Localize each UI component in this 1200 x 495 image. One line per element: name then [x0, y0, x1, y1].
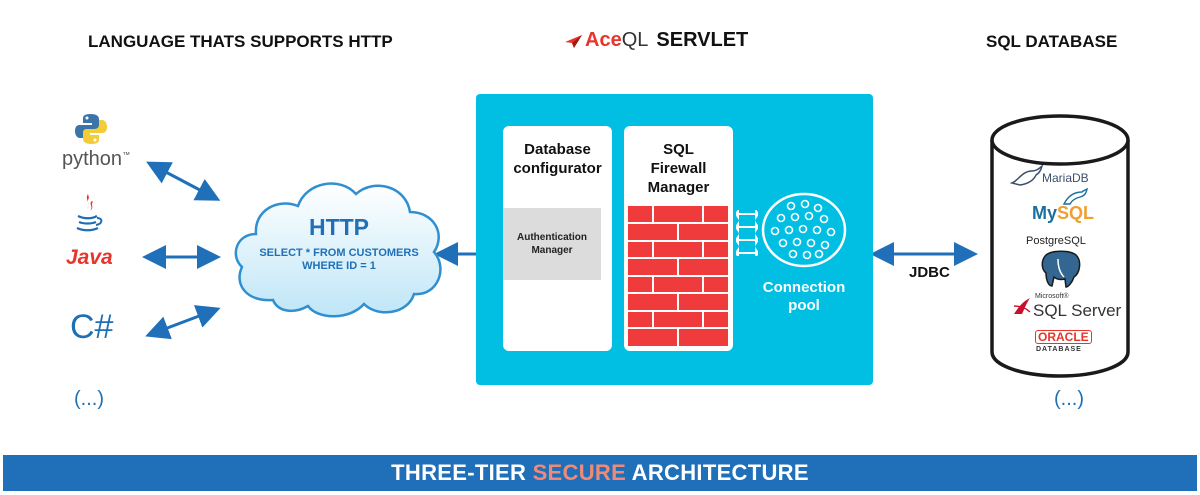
- pool-line2: pool: [788, 297, 820, 314]
- mysql-my: My: [1032, 203, 1058, 223]
- database-header: SQL DATABASE: [986, 32, 1118, 51]
- python-text: python: [62, 148, 123, 170]
- footer-part3: ARCHITECTURE: [626, 460, 809, 485]
- postgresql-label: PostgreSQL: [1026, 235, 1086, 247]
- servlet-title: SERVLET: [656, 29, 749, 51]
- mariadb-label: MariaDB: [1042, 171, 1089, 185]
- footer-part1: THREE-TIER: [391, 460, 533, 485]
- aceql-logo-icon: [565, 34, 582, 48]
- databases-more: (...): [1054, 388, 1084, 410]
- oracle-database-label: DATABASE: [1036, 346, 1082, 353]
- auth-line2: Manager: [531, 245, 573, 256]
- python-label: python™: [62, 148, 130, 171]
- sqlserver-microsoft-label: Microsoft®: [1035, 293, 1069, 300]
- firewall-brick-icon: [628, 206, 728, 346]
- postgresql-elephant-icon: [1041, 250, 1081, 288]
- http-cloud-icon: [234, 182, 442, 318]
- connection-pool-label: Connection pool: [748, 279, 860, 315]
- pool-line1: Connection: [762, 279, 846, 296]
- python-logo-icon: [75, 114, 107, 144]
- python-tm: ™: [122, 150, 131, 160]
- firewall-line1: SQL: [663, 141, 694, 158]
- mariadb-seal-icon: [1010, 165, 1043, 186]
- firewall-line2: Firewall: [650, 160, 707, 177]
- oracle-label: ORACLE: [1035, 330, 1092, 344]
- aceql-brand-ql: QL: [621, 29, 649, 51]
- sql-firewall-panel: SQL Firewall Manager: [624, 126, 733, 351]
- database-configurator-panel: Database configurator Authentication Man…: [503, 126, 612, 351]
- jdbc-label: JDBC: [909, 264, 950, 281]
- mysql-label: MySQL: [1032, 203, 1094, 224]
- firewall-title: SQL Firewall Manager: [624, 140, 733, 197]
- aceql-brand-ace: Ace: [585, 29, 622, 51]
- cloud-title: HTTP: [308, 214, 370, 240]
- java-logo-icon: [76, 194, 103, 232]
- arrow-python: [146, 161, 221, 201]
- cloud-query-line2: WHERE ID = 1: [302, 260, 376, 272]
- arrow-csharp: [145, 305, 221, 340]
- cloud-query-line1: SELECT * FROM CUSTOMERS: [259, 247, 419, 259]
- authentication-manager: Authentication Manager: [503, 208, 601, 280]
- footer-secure: SECURE: [532, 460, 627, 485]
- java-label: Java: [66, 246, 113, 269]
- sqlserver-label: SQL Server: [1033, 301, 1122, 320]
- database-cylinder-icon: [990, 114, 1130, 378]
- sqlserver-logo-icon: [1013, 298, 1031, 314]
- db-config-line1: Database: [524, 141, 591, 158]
- firewall-pool-arrows-icon: [736, 210, 758, 256]
- footer-banner: THREE-TIER SECURE ARCHITECTURE: [3, 455, 1197, 491]
- cloud-query: SELECT * FROM CUSTOMERS WHERE ID = 1: [228, 247, 450, 273]
- languages-more: (...): [74, 388, 104, 410]
- language-header: LANGUAGE THATS SUPPORTS HTTP: [88, 32, 393, 51]
- csharp-label: C#: [70, 308, 114, 346]
- mysql-dolphin-icon: [1062, 188, 1088, 205]
- auth-line1: Authentication: [517, 232, 587, 243]
- db-config-line2: configurator: [513, 160, 602, 177]
- db-config-title: Database configurator: [503, 140, 612, 178]
- connection-pool-icon: [761, 192, 847, 268]
- mysql-sql: SQL: [1057, 203, 1095, 223]
- firewall-line3: Manager: [647, 179, 710, 196]
